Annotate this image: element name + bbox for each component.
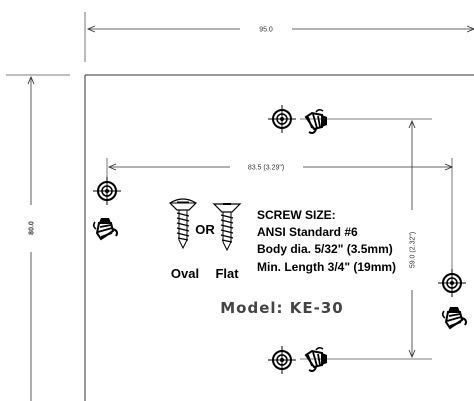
mounting-hole-icon [437, 268, 467, 298]
screw-size-title: SCREW SIZE: [257, 208, 336, 222]
model-label: Model: KE-30 [220, 299, 343, 317]
screw-body-dia: Body dia. 5/32" (3.5mm) [257, 242, 393, 256]
oval-head-screw-icon [169, 198, 197, 249]
mounting-hole-right [437, 268, 467, 329]
mounting-hole-icon [267, 345, 297, 375]
dimension-hole-spacing-vertical: 59.0 (2.32") [300, 118, 432, 360]
overall-width-label: 95.0 [259, 27, 273, 34]
overall-height-label: 80.0 [29, 221, 36, 235]
drill-icon [92, 217, 118, 240]
mounting-hole-icon [267, 104, 297, 134]
mounting-hole-top [267, 104, 328, 134]
dimension-hole-spacing-horizontal: 83.5 (3.29") [106, 158, 453, 275]
screw-standard: ANSI Standard #6 [257, 225, 358, 239]
hole-spacing-horizontal-label: 83.5 (3.29") [248, 165, 284, 172]
or-label: OR [195, 222, 215, 237]
mounting-hole-left [92, 176, 122, 240]
flat-label: Flat [215, 266, 239, 281]
drill-icon [305, 108, 328, 134]
screw-spec-block: SCREW SIZE: ANSI Standard #6 Body dia. 5… [257, 208, 396, 274]
flat-head-screw-icon [212, 203, 242, 251]
drill-icon [441, 306, 467, 329]
hole-spacing-vertical-label: 59.0 (2.32") [410, 232, 417, 268]
dimension-overall-width: 95.0 [84, 12, 474, 62]
screw-min-length: Min. Length 3/4" (19mm) [257, 260, 396, 274]
plate-outline [84, 74, 474, 401]
mounting-hole-bottom [267, 345, 328, 375]
dimension-overall-height: 80.0 [6, 74, 70, 401]
mounting-hole-icon [92, 176, 122, 206]
oval-label: Oval [171, 266, 199, 281]
